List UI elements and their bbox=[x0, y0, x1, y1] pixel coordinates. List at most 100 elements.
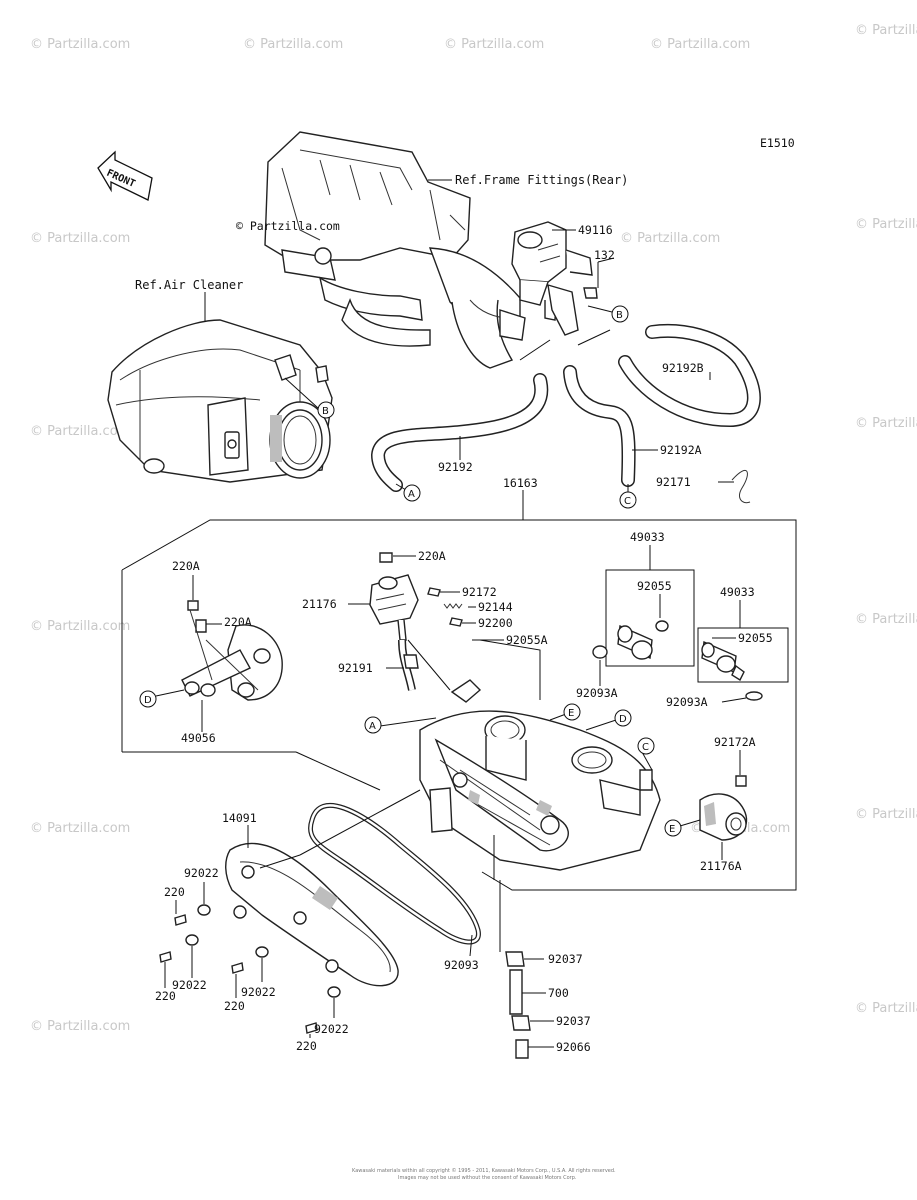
part-16163: 16163 bbox=[503, 476, 538, 490]
watermark: © Partzilla.com bbox=[30, 424, 130, 439]
svg-text:E: E bbox=[669, 824, 675, 835]
watermark: © Partzilla.com bbox=[855, 23, 917, 38]
injector-b bbox=[701, 640, 745, 682]
copyright-mark: © Partzilla.com bbox=[236, 219, 340, 233]
kit-box-49033-b bbox=[697, 627, 789, 683]
front-arrow-icon: FRONT bbox=[97, 150, 153, 201]
footer-line-1: Kawasaki materials within all copyright … bbox=[352, 1167, 616, 1174]
part-92171: 92171 bbox=[656, 475, 691, 489]
part-92191: 92191 bbox=[338, 661, 373, 675]
callout-c-body: C bbox=[637, 737, 655, 771]
part-92037-a: 92037 bbox=[548, 952, 583, 966]
svg-text:E: E bbox=[568, 708, 574, 719]
frame-fittings bbox=[264, 131, 526, 369]
diagram-code: E1510 bbox=[760, 136, 795, 150]
hose-700 bbox=[509, 969, 523, 1015]
callout-b-right: B bbox=[587, 305, 629, 323]
spring-parts bbox=[427, 587, 463, 627]
bracket-49056 bbox=[181, 609, 283, 701]
callout-e-body: E bbox=[549, 703, 581, 721]
watermark: © Partzilla.com bbox=[650, 37, 750, 52]
watermark: © Partzilla.com bbox=[620, 231, 720, 246]
part-14091: 14091 bbox=[222, 811, 257, 825]
part-49033-a: 49033 bbox=[630, 530, 665, 544]
part-220A-top: 220A bbox=[418, 549, 446, 563]
watermark: © Partzilla.com bbox=[243, 37, 343, 52]
callout-a-body: A bbox=[364, 716, 437, 734]
part-21176: 21176 bbox=[302, 597, 337, 611]
air-cleaner bbox=[107, 319, 333, 483]
part-92037-b: 92037 bbox=[556, 1014, 591, 1028]
watermark: © Partzilla.com bbox=[30, 619, 130, 634]
callout-c-top: C bbox=[619, 484, 637, 509]
washer-1 bbox=[174, 904, 211, 926]
part-92022-3: 92022 bbox=[241, 985, 276, 999]
callout-d-left: D bbox=[139, 689, 185, 708]
throttle-body bbox=[419, 679, 661, 871]
sensor-21176 bbox=[369, 574, 419, 641]
part-92022-4: 92022 bbox=[314, 1022, 349, 1036]
part-49033-b: 49033 bbox=[720, 585, 755, 599]
part-92055-a: 92055 bbox=[637, 579, 672, 593]
part-220A-left: 220A bbox=[172, 559, 200, 573]
svg-text:D: D bbox=[144, 695, 152, 706]
part-49056: 49056 bbox=[181, 731, 216, 745]
part-220-2: 220 bbox=[155, 989, 176, 1003]
footer-line-2: Images may not be used without the conse… bbox=[398, 1175, 577, 1181]
svg-text:C: C bbox=[624, 496, 631, 507]
svg-text:A: A bbox=[369, 721, 376, 732]
hose-92192A bbox=[563, 365, 636, 487]
svg-text:B: B bbox=[322, 406, 329, 417]
part-92192A: 92192A bbox=[660, 443, 702, 457]
part-220-1: 220 bbox=[164, 885, 185, 899]
watermark: © Partzilla.com bbox=[855, 217, 917, 232]
assembly-outline bbox=[121, 519, 797, 891]
ref-frame-fittings: Ref.Frame Fittings(Rear) bbox=[455, 173, 628, 187]
part-92055-b: 92055 bbox=[738, 631, 773, 645]
part-132: 132 bbox=[594, 248, 615, 262]
svg-text:B: B bbox=[616, 310, 623, 321]
cover-14091 bbox=[225, 842, 399, 987]
part-92066: 92066 bbox=[556, 1040, 591, 1054]
part-92200: 92200 bbox=[478, 616, 513, 630]
part-92093A-a: 92093A bbox=[576, 686, 618, 700]
clip-92037-b bbox=[511, 1015, 531, 1031]
plug-92066 bbox=[515, 1039, 529, 1059]
watermark: © Partzilla.com bbox=[30, 231, 130, 246]
watermark: © Partzilla.com bbox=[855, 807, 917, 822]
svg-text:D: D bbox=[619, 714, 627, 725]
part-220-4: 220 bbox=[296, 1039, 317, 1053]
part-21176A: 21176A bbox=[700, 859, 742, 873]
svg-text:A: A bbox=[408, 489, 415, 500]
watermark: © Partzilla.com bbox=[444, 37, 544, 52]
part-92022-1: 92022 bbox=[184, 866, 219, 880]
callout-e-sensor: E bbox=[664, 819, 701, 837]
svg-text:C: C bbox=[642, 742, 649, 753]
hose-92192B bbox=[618, 323, 761, 428]
part-92093: 92093 bbox=[444, 958, 479, 972]
watermark: © Partzilla.com bbox=[30, 37, 130, 52]
valve-49116 bbox=[511, 221, 593, 336]
belt-92093 bbox=[308, 802, 481, 945]
part-92055A: 92055A bbox=[506, 633, 548, 647]
watermark: © Partzilla.com bbox=[30, 1019, 130, 1034]
watermark: © Partzilla.com bbox=[30, 821, 130, 836]
washer-3 bbox=[231, 946, 269, 974]
part-92192B: 92192B bbox=[662, 361, 704, 375]
part-92093A-b: 92093A bbox=[666, 695, 708, 709]
washer-2 bbox=[159, 934, 199, 963]
clip-92037-a bbox=[505, 951, 525, 967]
part-92022-2: 92022 bbox=[172, 978, 207, 992]
kit-box-49033-a bbox=[605, 569, 695, 667]
injector-a bbox=[617, 624, 653, 660]
callout-d-body: D bbox=[585, 709, 632, 731]
watermark: © Partzilla.com bbox=[855, 612, 917, 627]
part-92144: 92144 bbox=[478, 600, 513, 614]
part-92172: 92172 bbox=[462, 585, 497, 599]
ref-air-cleaner: Ref.Air Cleaner bbox=[135, 278, 243, 292]
watermark: © Partzilla.com bbox=[855, 416, 917, 431]
part-220-3: 220 bbox=[224, 999, 245, 1013]
part-92172A: 92172A bbox=[714, 735, 756, 749]
part-92192: 92192 bbox=[438, 460, 473, 474]
